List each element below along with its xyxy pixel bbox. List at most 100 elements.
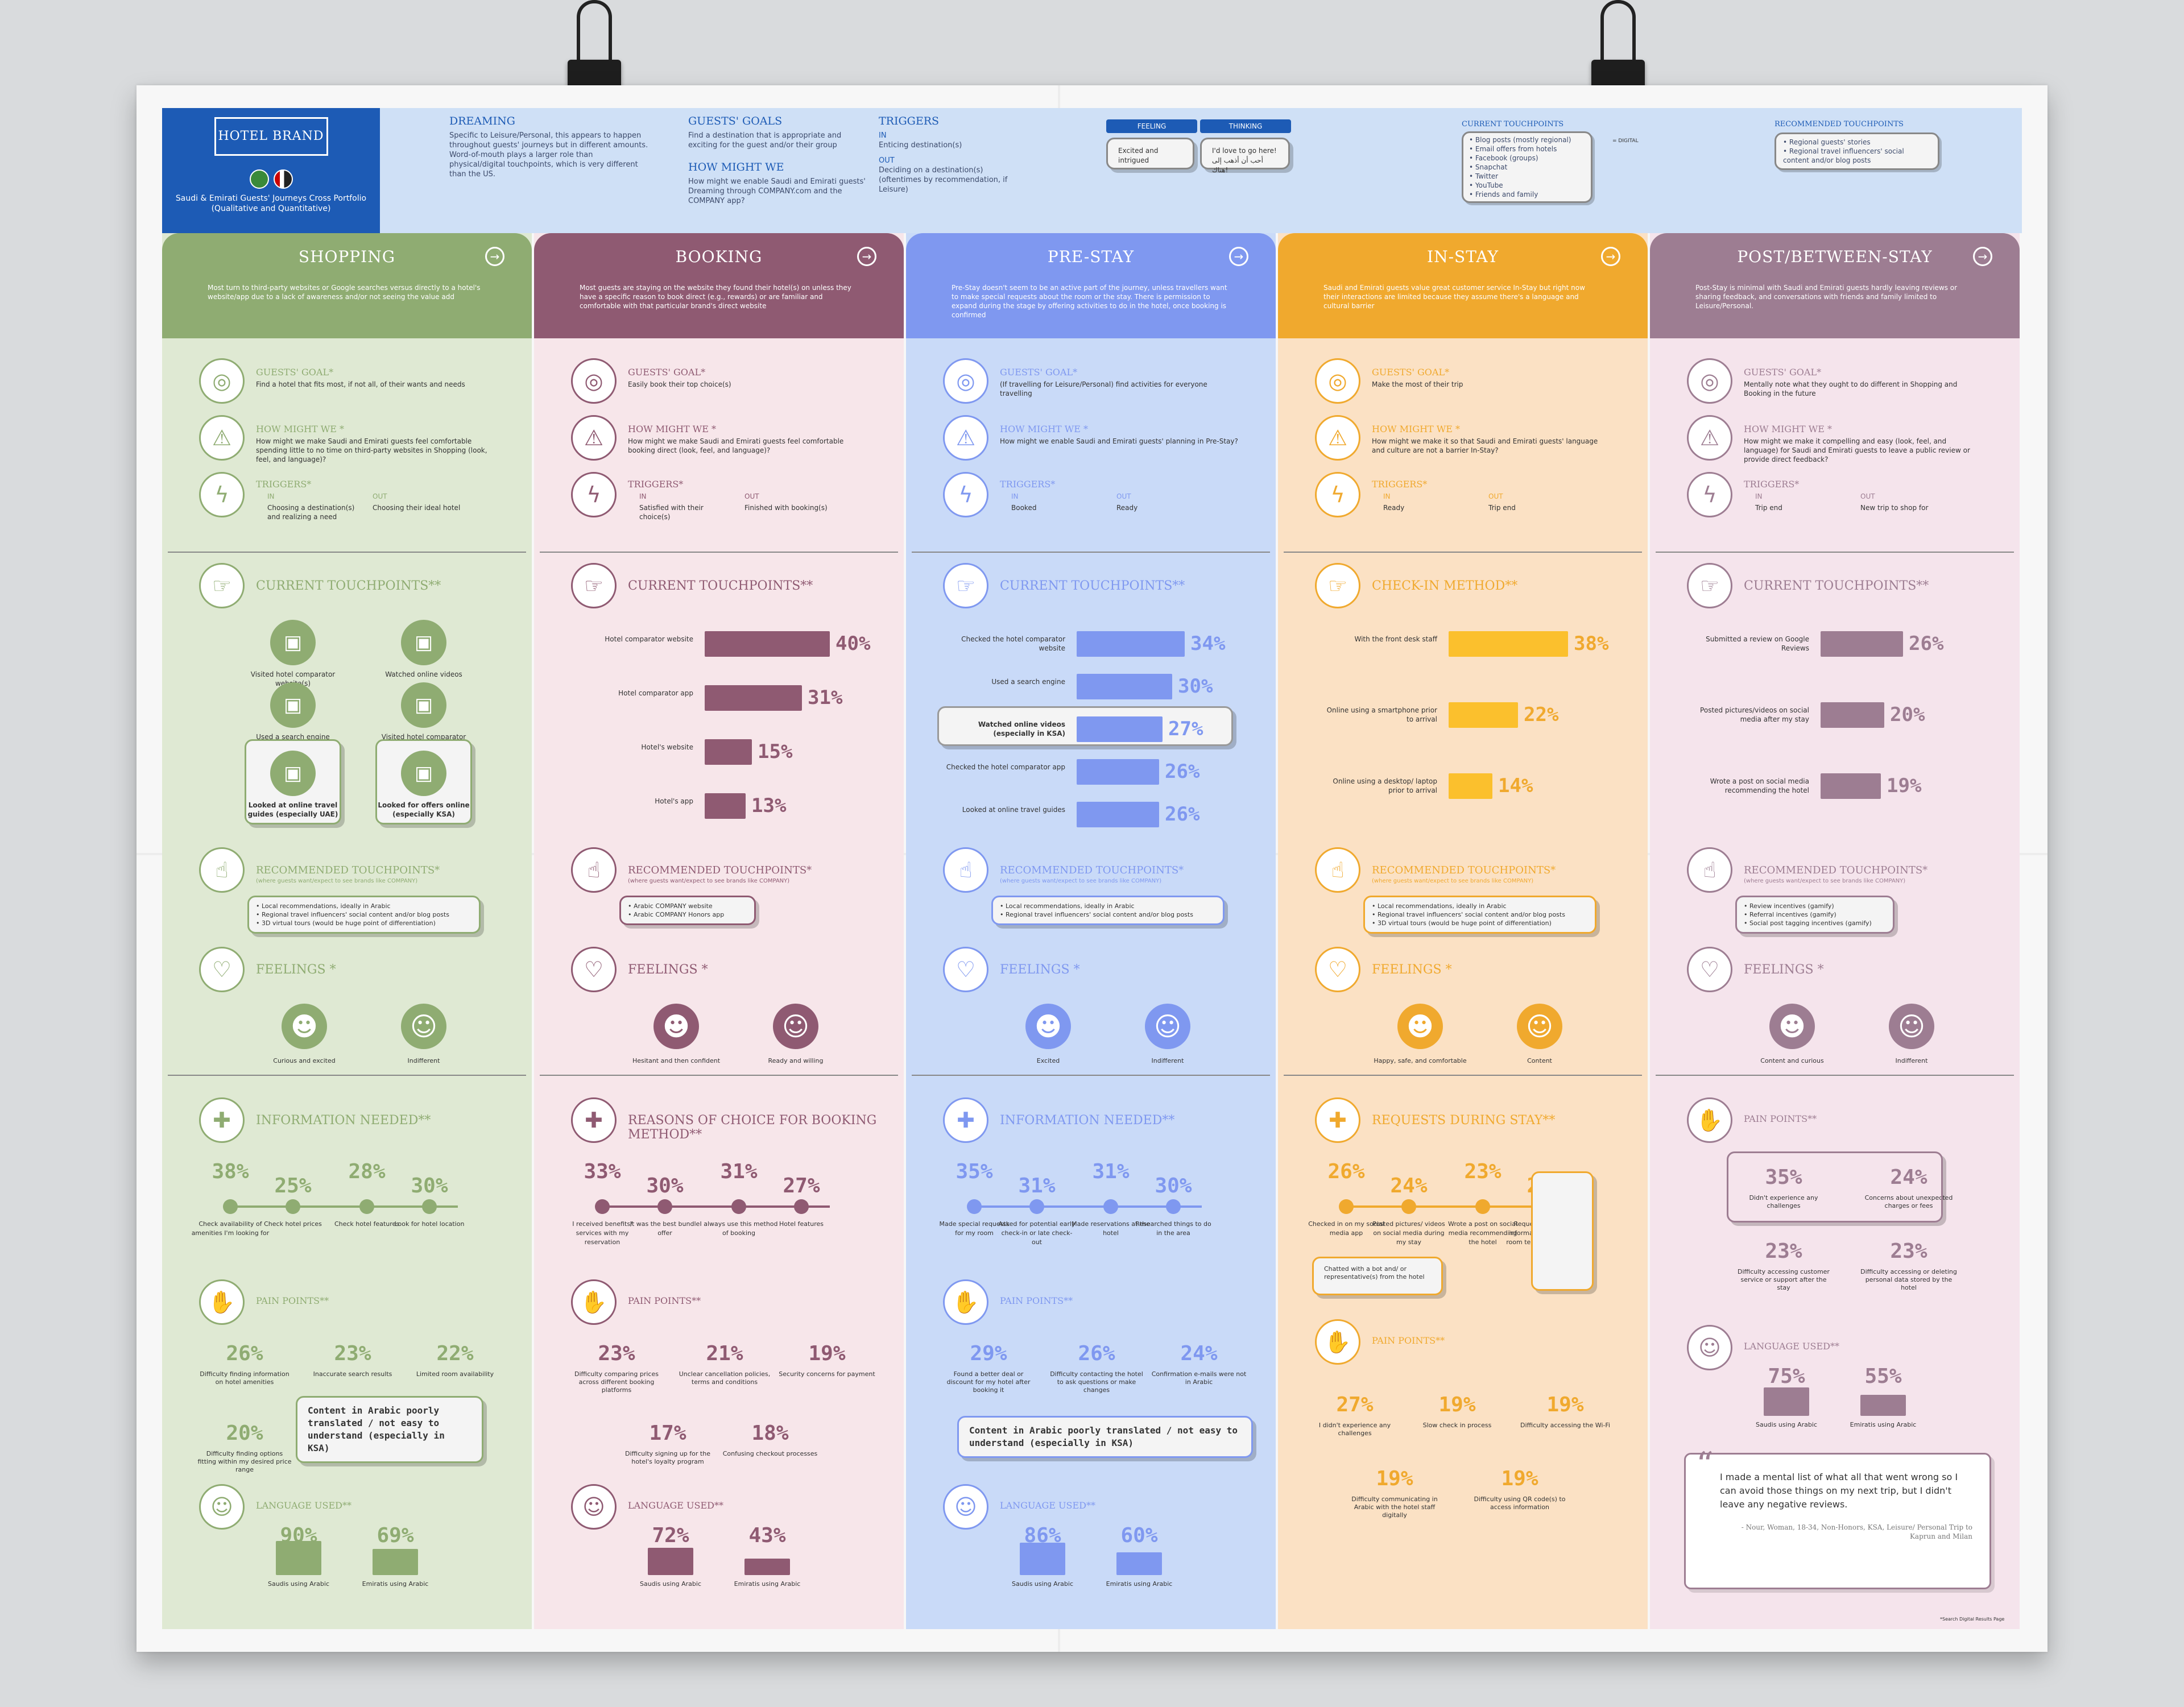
shopping-trigger-in-label: IN [267, 492, 275, 500]
instay-chat-box: Chatted with a bot and/ or representativ… [1312, 1257, 1443, 1295]
instay-info-2: Posted pictures/ videos on social media … [1372, 1220, 1445, 1246]
prestay-bar-label-5: Looked at online travel guides [962, 806, 1065, 814]
post-bar-value-1: 26% [1909, 632, 1944, 655]
booking-lang-bar-1 [648, 1548, 693, 1575]
post-next-arrow-icon[interactable]: → [1973, 247, 1992, 266]
prestay-heart-icon: ♡ [943, 947, 988, 992]
booking-lightning-icon: ϟ [571, 472, 617, 517]
instay-bar-3 [1449, 773, 1492, 799]
dream-in-text: Enticing destination(s) [879, 141, 962, 150]
post-thumbs-down-icon: ✋ [1687, 1097, 1732, 1143]
instay-pain-pct-1: 27% [1336, 1393, 1374, 1416]
shopping-next-arrow-icon[interactable]: → [485, 247, 504, 266]
instay-pain-2: Slow check in process [1422, 1422, 1492, 1429]
post-warning-icon: ⚠ [1687, 415, 1732, 461]
thinking-card: I'd love to go here!أحب أن أذهب إلى هناك… [1200, 138, 1290, 174]
booking-trigger-out: Finished with booking(s) [744, 504, 828, 512]
column-post: POST/BETWEEN-STAY→Post-Stay is minimal w… [1650, 233, 2020, 1629]
post-lang-bar-2 [1860, 1395, 1906, 1416]
prestay-bar-value-5: 26% [1165, 803, 1200, 826]
booking-rtp-sub: (where guests want/expect to see brands … [628, 878, 790, 884]
dream-out-text: Deciding on a destination(s) (oftentimes… [879, 166, 1008, 194]
prestay-bar-label-1: Checked the hotel comparator website [961, 635, 1065, 652]
shopping-tp-3: Used a search engine [256, 733, 330, 741]
column-instay: IN-STAY→Saudi and Emirati guests value g… [1278, 233, 1648, 1629]
instay-rtp-sub: (where guests want/expect to see brands … [1372, 878, 1534, 884]
shopping-feeling-2: Indifferent [407, 1057, 440, 1064]
prestay-pain-label: PAIN POINTS** [1000, 1295, 1073, 1306]
booking-description: Most guests are staying on the website t… [580, 284, 851, 310]
shopping-lang-pct-2: 69% [377, 1524, 414, 1547]
thinking-text: I'd love to go here! [1212, 147, 1277, 155]
shopping-tp-2: Watched online videos [385, 670, 462, 678]
instay-info-line [1346, 1205, 1574, 1208]
shopping-triggers-label: TRIGGERS* [256, 479, 312, 490]
prestay-warning-icon: ⚠ [943, 415, 988, 461]
instay-next-arrow-icon[interactable]: → [1601, 247, 1620, 266]
instay-pain-5: Difficulty using QR code(s) to access in… [1474, 1495, 1566, 1511]
prestay-face-icon-1: ☻ [1025, 1004, 1071, 1049]
booking-pain-2: Unclear cancellation policies, terms and… [679, 1370, 771, 1386]
post-lang-1: Saudis using Arabic [1755, 1421, 1818, 1428]
prestay-divider [912, 552, 1270, 553]
booking-info-1: I received benefits/ services with my re… [572, 1220, 632, 1246]
instay-bar-2 [1449, 702, 1518, 728]
shopping-rtp-sub: (where guests want/expect to see brands … [256, 878, 418, 884]
instay-bar-value-2: 22% [1524, 703, 1559, 726]
prestay-divider-2 [912, 1075, 1270, 1076]
shopping-lang-1: Saudis using Arabic [267, 1580, 330, 1588]
shopping-info-line [230, 1205, 458, 1208]
shopping-info-dot-4 [422, 1199, 437, 1214]
flag-icons [246, 169, 297, 190]
shopping-divider [168, 552, 526, 553]
prestay-bar-1 [1077, 631, 1185, 657]
post-pain-pct-3: 23% [1765, 1240, 1802, 1263]
instay-info-pct-3: 23% [1464, 1160, 1502, 1183]
device-icon: ▣ [401, 751, 446, 796]
shopping-title: SHOPPING [298, 247, 396, 266]
post-bar-value-2: 20% [1890, 703, 1925, 726]
instay-info-1: Checked in on my social media app [1308, 1220, 1384, 1237]
booking-hmw-text: How might we make Saudi and Emirati gues… [628, 437, 844, 454]
post-rtp-box: • Review incentives (gamify) • Referral … [1735, 896, 1895, 934]
dream-ctp-items: • Blog posts (mostly regional) • Email o… [1462, 131, 1592, 203]
post-lang-pct-1: 75% [1768, 1365, 1805, 1388]
prestay-next-arrow-icon[interactable]: → [1229, 247, 1248, 266]
post-quote-card: “I made a mental list of what all that w… [1684, 1448, 1991, 1589]
instay-hmw-text: How might we make it so that Saudi and E… [1372, 437, 1598, 454]
post-pointing-hand-icon: ☞ [1687, 563, 1732, 608]
prestay-header: PRE-STAY→Pre-Stay doesn't seem to be an … [906, 233, 1276, 338]
shopping-tp-6: Looked for offers online (especially KSA… [378, 801, 470, 818]
shopping-pain-3: Limited room availability [416, 1370, 494, 1378]
booking-next-arrow-icon[interactable]: → [857, 247, 876, 266]
instay-pain-label: PAIN POINTS** [1372, 1335, 1445, 1346]
instay-bar-label-2: Online using a smartphone prior to arriv… [1326, 706, 1437, 723]
shopping-touch-icon: ☝ [199, 847, 245, 893]
dream-goals-text: Find a destination that is appropriate a… [688, 131, 842, 150]
post-bar-label-3: Wrote a post on social media recommendin… [1710, 777, 1809, 794]
prestay-info-1: Made special requests for my room [939, 1220, 1010, 1237]
booking-trigger-in: Satisfied with their choice(s) [639, 504, 704, 521]
post-pain-pct-1: 35% [1765, 1166, 1802, 1189]
instay-hmw-label: HOW MIGHT WE * [1372, 424, 1461, 434]
prestay-description: Pre-Stay doesn't seem to be an active pa… [952, 284, 1227, 319]
post-title: POST/BETWEEN-STAY [1737, 247, 1933, 266]
post-trigger-in: Trip end [1755, 504, 1782, 512]
booking-bar-value-4: 13% [751, 794, 787, 817]
booking-goal-text: Easily book their top choice(s) [628, 380, 731, 388]
post-footnote: *Search Digital Results Page [1940, 1617, 2005, 1622]
post-triggers-label: TRIGGERS* [1744, 479, 1800, 490]
post-lang-pct-2: 55% [1864, 1365, 1902, 1388]
prestay-trigger-in-label: IN [1011, 492, 1019, 500]
post-goal-text: Mentally note what they ought to do diff… [1744, 380, 1958, 397]
prestay-trigger-in: Booked [1011, 504, 1037, 512]
post-feeling-1: Content and curious [1760, 1057, 1824, 1064]
prestay-bar-label-3: Watched online videos (especially in KSA… [978, 720, 1065, 738]
booking-bar-2 [705, 685, 802, 711]
post-target-icon: ◎ [1687, 358, 1732, 404]
prestay-puzzle-icon: ✚ [943, 1097, 988, 1143]
shopping-goal-label: GUESTS' GOAL* [256, 367, 334, 378]
post-trigger-in-label: IN [1755, 492, 1763, 500]
instay-description: Saudi and Emirati guests value great cus… [1323, 284, 1585, 310]
brand-subtitle: Saudi & Emirati Guests' Journeys Cross P… [175, 194, 367, 213]
